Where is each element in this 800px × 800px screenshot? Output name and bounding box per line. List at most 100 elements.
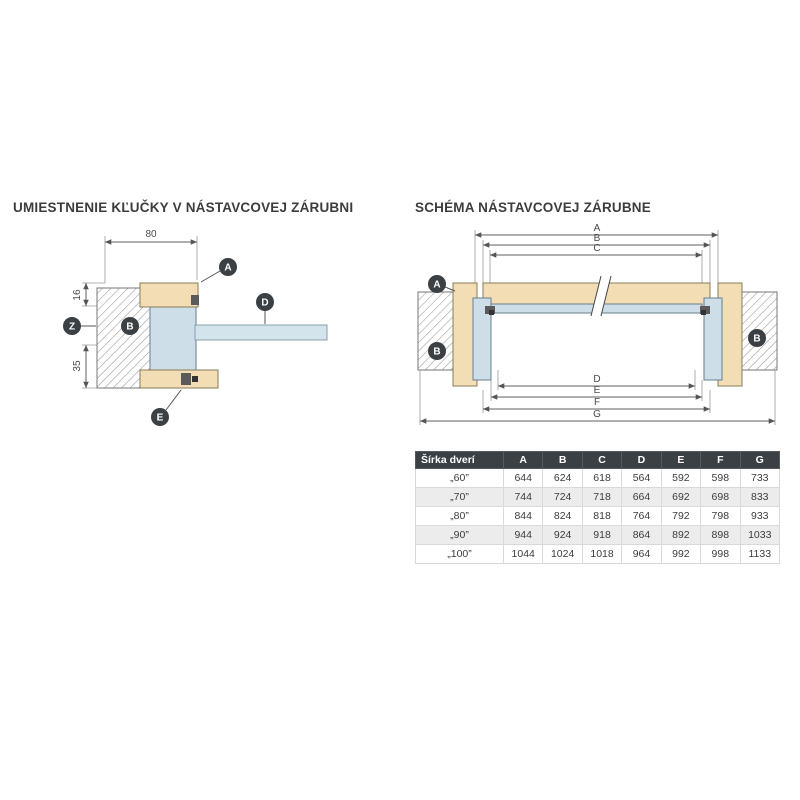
dim-E-label: E xyxy=(594,385,601,396)
svg-text:A: A xyxy=(224,263,231,274)
table-header-cell: A xyxy=(502,451,544,469)
seal-detail-left-small xyxy=(489,310,494,315)
dimension-E: E xyxy=(490,380,703,401)
frame-profile-right xyxy=(703,297,723,381)
dimension-value-cell: 644 xyxy=(502,468,544,488)
dimension-value-cell: 998 xyxy=(700,544,741,564)
dimension-value-cell: 764 xyxy=(621,506,662,526)
door-leaf xyxy=(194,324,328,341)
dimension-value-cell: 1044 xyxy=(502,544,544,564)
door-width-cell: „70” xyxy=(415,487,504,507)
dimension-value-cell: 733 xyxy=(739,468,781,488)
badge-Z: Z xyxy=(63,317,96,335)
table-header-cell: Šírka dverí xyxy=(415,451,504,469)
dimension-80: 80 xyxy=(104,229,198,283)
frame-schema-diagram: A B C xyxy=(417,223,778,425)
dimension-value-cell: 992 xyxy=(660,544,702,564)
table-header-cell: D xyxy=(621,451,662,469)
dimension-B: B xyxy=(482,233,711,283)
dimension-value-cell: 598 xyxy=(700,468,741,488)
dimension-value-cell: 718 xyxy=(581,487,623,507)
frame-top-plate xyxy=(139,282,199,308)
badge-B-left: B xyxy=(428,342,446,360)
table-header-cell: F xyxy=(700,451,741,469)
dim-G-label: G xyxy=(593,409,601,420)
dim-F-label: F xyxy=(594,397,600,408)
dimension-value-cell: 898 xyxy=(700,525,741,545)
table-header-cell: B xyxy=(542,451,583,469)
table-header-cell: E xyxy=(660,451,702,469)
dimension-value-cell: 933 xyxy=(739,506,781,526)
badge-B: B xyxy=(121,317,139,335)
svg-text:B: B xyxy=(753,334,760,345)
right-diagram-title: SCHÉMA NÁSTAVCOVEJ ZÁRUBNE xyxy=(415,200,651,215)
dimension-value-cell: 864 xyxy=(621,525,662,545)
dim-B-label: B xyxy=(594,233,601,244)
dim-A-label: A xyxy=(594,223,601,234)
dimension-value-cell: 1033 xyxy=(739,525,781,545)
right-wall-assembly xyxy=(700,282,778,387)
door-width-cell: „90” xyxy=(415,525,504,545)
dimension-value-cell: 698 xyxy=(700,487,741,507)
dimension-value-cell: 964 xyxy=(621,544,662,564)
frame-bottom-plate xyxy=(139,369,219,389)
badge-D: D xyxy=(256,293,274,324)
frame-profile-left xyxy=(472,297,492,381)
dimension-value-cell: 824 xyxy=(542,506,583,526)
badge-A-right-diagram: A xyxy=(428,275,456,293)
svg-text:B: B xyxy=(126,322,133,333)
dimension-value-cell: 818 xyxy=(581,506,623,526)
dimension-value-cell: 744 xyxy=(502,487,544,507)
left-wall-assembly xyxy=(417,282,495,387)
break-symbol xyxy=(590,275,612,317)
table-header-cell: C xyxy=(581,451,623,469)
dimension-value-cell: 918 xyxy=(581,525,623,545)
dimension-value-cell: 1018 xyxy=(581,544,623,564)
dimension-F: F xyxy=(482,390,711,413)
dimension-value-cell: 924 xyxy=(542,525,583,545)
dim-35-label: 35 xyxy=(72,360,83,372)
dimension-value-cell: 564 xyxy=(621,468,662,488)
dim-C-label: C xyxy=(593,243,600,254)
badge-E: E xyxy=(151,389,182,426)
dim-D-label: D xyxy=(593,374,600,385)
dim-16-label: 16 xyxy=(72,289,83,301)
door-width-cell: „100” xyxy=(415,544,504,564)
dimension-value-cell: 798 xyxy=(700,506,741,526)
door-width-cell: „60” xyxy=(415,468,504,488)
dimension-value-cell: 1133 xyxy=(739,544,781,564)
dim-80-label: 80 xyxy=(145,229,157,240)
svg-text:A: A xyxy=(433,280,440,291)
dimension-value-cell: 1024 xyxy=(542,544,583,564)
table-header-cell: G xyxy=(739,451,781,469)
dimension-D: D xyxy=(497,370,696,390)
dimension-value-cell: 944 xyxy=(502,525,544,545)
left-diagram-title: UMIESTNENIE KĽUČKY V NÁSTAVCOVEJ ZÁRUBNI xyxy=(13,200,354,215)
hinge-detail xyxy=(181,295,199,385)
svg-text:E: E xyxy=(157,413,164,424)
dimension-value-cell: 592 xyxy=(660,468,702,488)
dimension-C: C xyxy=(489,243,703,283)
svg-text:D: D xyxy=(261,298,268,309)
dimension-value-cell: 892 xyxy=(660,525,702,545)
svg-text:Z: Z xyxy=(69,322,75,333)
dimension-value-cell: 844 xyxy=(502,506,544,526)
dimension-value-cell: 692 xyxy=(660,487,702,507)
badge-A: A xyxy=(200,258,237,283)
dimension-value-cell: 833 xyxy=(739,487,781,507)
dimension-value-cell: 792 xyxy=(660,506,702,526)
dimension-G: G xyxy=(419,370,776,425)
dimension-value-cell: 664 xyxy=(621,487,662,507)
dimension-value-cell: 624 xyxy=(542,468,583,488)
badge-B-right: B xyxy=(748,329,766,347)
handle-placement-diagram: 80 16 35 xyxy=(63,229,328,426)
dimension-value-cell: 618 xyxy=(581,468,623,488)
